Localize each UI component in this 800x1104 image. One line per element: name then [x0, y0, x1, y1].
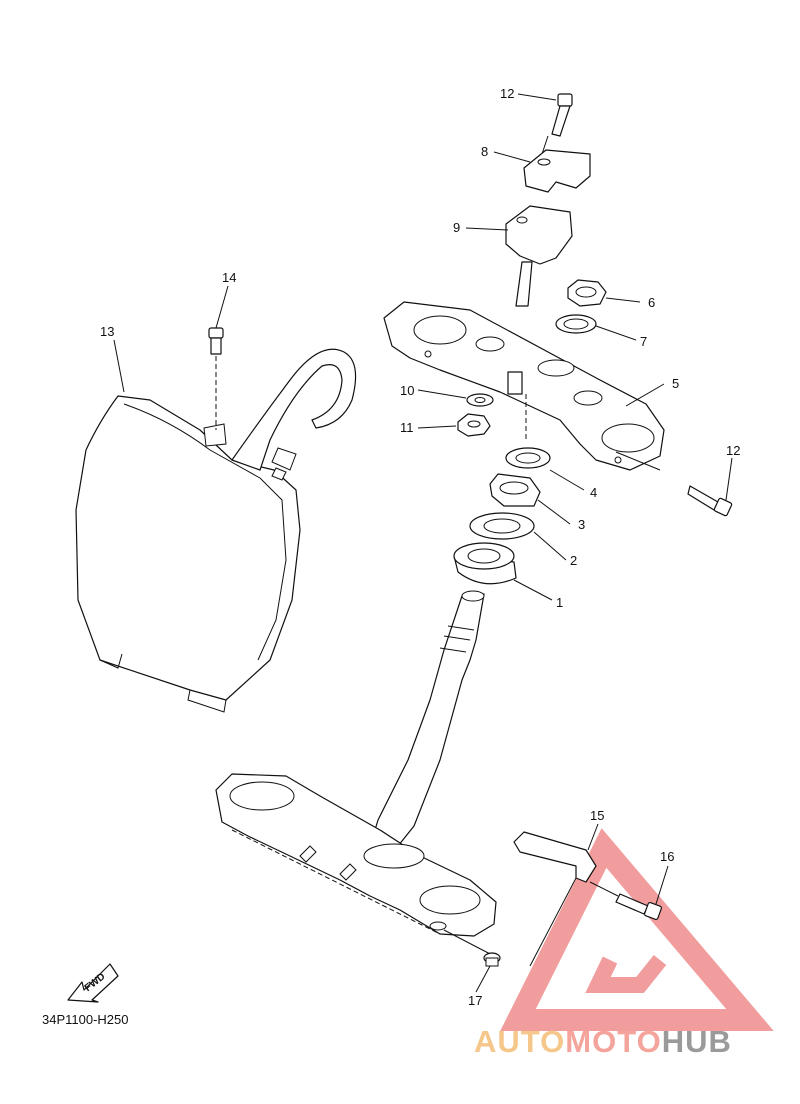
watermark-logo-icon: [500, 828, 774, 1031]
handlebar-holder-upper-part: [523, 149, 591, 193]
bearing-1-part: [453, 542, 517, 585]
watermark-auto: AUTO: [474, 1024, 566, 1059]
ring-nut-3-part: [489, 473, 541, 507]
callout-9: 9: [453, 220, 461, 235]
callout-12-top: 12: [500, 86, 515, 101]
steering-stem-part: [215, 590, 497, 957]
callout-12-right: 12: [726, 443, 741, 458]
watermark-text: AUTOMOTOHUB: [474, 1024, 732, 1060]
washer-10-part: [466, 393, 494, 407]
callout-15: 15: [590, 808, 605, 823]
watermark-moto: MOTO: [565, 1024, 662, 1059]
bracket-15-part: [513, 831, 597, 967]
watermark-hub: HUB: [661, 1024, 732, 1059]
callout-13: 13: [100, 324, 115, 339]
upper-bracket-part: [383, 301, 665, 471]
callout-leaders: [113, 93, 733, 993]
callout-7: 7: [640, 334, 648, 349]
callout-6: 6: [648, 295, 656, 310]
bolt-12-top-part: [539, 93, 573, 161]
handlebar-holder-lower-part: [505, 205, 573, 307]
callout-3: 3: [578, 517, 586, 532]
callout-4: 4: [590, 485, 598, 500]
collar-17-part: [483, 952, 501, 967]
fwd-arrow-icon: [67, 963, 119, 1003]
callout-8: 8: [481, 144, 489, 159]
washer-7-part: [555, 314, 597, 334]
callout-11: 11: [400, 420, 414, 435]
part-code: 34P1100-H250: [42, 1012, 129, 1027]
callout-16: 16: [660, 849, 675, 864]
number-plate-part: [75, 348, 357, 713]
washer-4-part: [505, 447, 551, 469]
callout-17: 17: [468, 993, 483, 1008]
callout-2: 2: [570, 553, 578, 568]
cover-2-part: [469, 512, 535, 540]
bolt-16-part: [589, 881, 663, 921]
callout-5: 5: [672, 376, 680, 391]
nut-11-part: [457, 413, 491, 437]
callout-1: 1: [556, 595, 564, 610]
callout-14: 14: [222, 270, 237, 285]
bolt-12-right-part: [687, 485, 733, 517]
bolt-14-part: [208, 327, 224, 430]
nut-6-part: [567, 279, 607, 307]
callout-10: 10: [400, 383, 415, 398]
